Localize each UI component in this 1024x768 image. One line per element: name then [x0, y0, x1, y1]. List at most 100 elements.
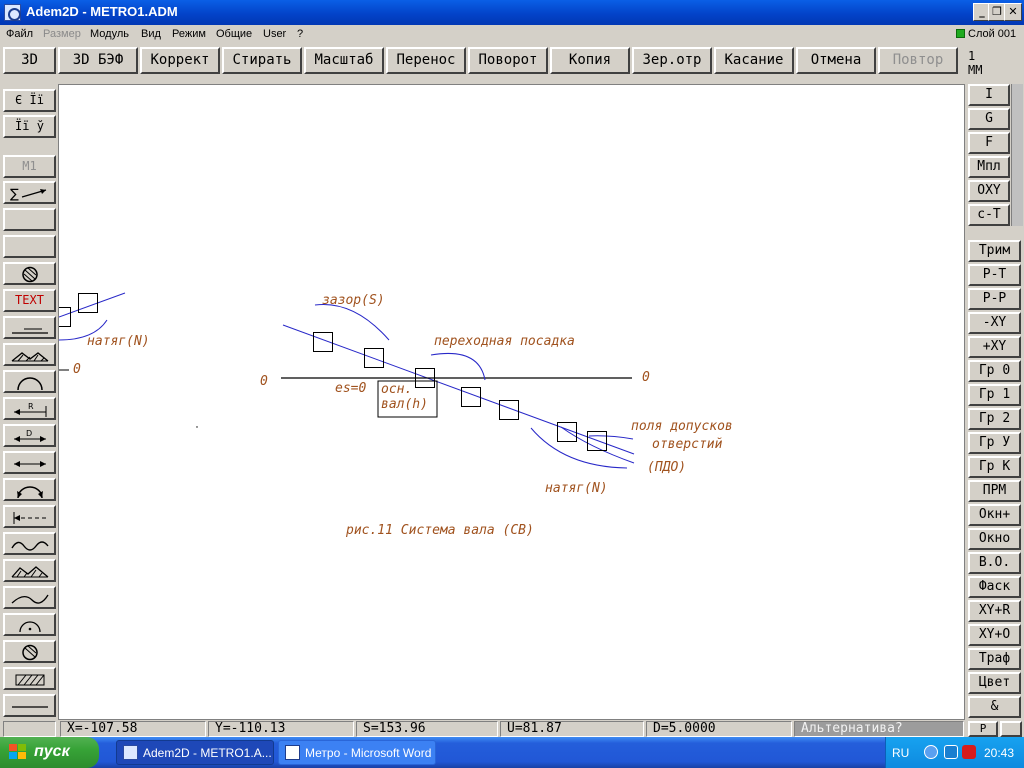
- right-tool-plus-xy[interactable]: +XY: [968, 336, 1021, 358]
- menu-file[interactable]: Файл: [6, 28, 34, 40]
- left-tool-angular-dim[interactable]: [3, 478, 56, 501]
- right-tool-s-t[interactable]: с-Т: [968, 204, 1010, 226]
- left-tool-wave[interactable]: [3, 532, 56, 555]
- layer-color-swatch: [956, 29, 965, 38]
- left-tool-blank-2[interactable]: [3, 235, 56, 258]
- title-bar[interactable]: Adem2D - METRO1.ADM _ ❐ ✕: [0, 0, 1024, 25]
- natyag-right-leader: [530, 427, 628, 469]
- left-tool-sum[interactable]: ∑: [3, 181, 56, 204]
- right-tool-traf[interactable]: Траф: [968, 648, 1021, 670]
- language-indicator[interactable]: RU: [892, 746, 910, 760]
- menu-module[interactable]: Модуль: [90, 28, 129, 40]
- status-button-blank[interactable]: [1000, 721, 1022, 737]
- left-tool-crossed-circle[interactable]: [3, 640, 56, 663]
- left-tool-hatch-rect[interactable]: [3, 667, 56, 690]
- left-tool-2[interactable]: Її ў: [3, 115, 56, 138]
- line-icon: [11, 706, 48, 708]
- toolbar-3d-button[interactable]: 3D: [3, 47, 56, 74]
- menu-common[interactable]: Общие: [216, 28, 253, 40]
- menu-view[interactable]: Вид: [141, 28, 161, 40]
- toolbar-correct-button[interactable]: Коррект: [140, 47, 220, 74]
- right-tool-g[interactable]: G: [968, 108, 1010, 130]
- right-tool-r-t[interactable]: Р-Т: [968, 264, 1021, 286]
- left-tool-arc[interactable]: [3, 370, 56, 393]
- tolerance-square: [313, 332, 333, 352]
- zazor-leader: [314, 303, 390, 341]
- left-tool-m1[interactable]: М1: [3, 155, 56, 178]
- left-tool-blank-1[interactable]: [3, 208, 56, 231]
- toolbar-mirror-button[interactable]: Зер.отр: [632, 47, 712, 74]
- left-tool-arc-center[interactable]: [3, 613, 56, 636]
- right-tool-r-r[interactable]: Р-Р: [968, 288, 1021, 310]
- close-button[interactable]: ✕: [1004, 3, 1022, 21]
- task-word[interactable]: Метро - Microsoft Word: [278, 740, 436, 765]
- menu-size[interactable]: Размер: [43, 28, 81, 40]
- left-tool-text[interactable]: TEXT: [3, 289, 56, 312]
- tray-speaker-icon[interactable]: [944, 745, 958, 759]
- status-s: S=153.96: [356, 721, 498, 737]
- hatch-fill-icon: [11, 566, 48, 578]
- right-tool-minus-xy[interactable]: -XY: [968, 312, 1021, 334]
- left-tool-line[interactable]: [3, 316, 56, 339]
- label-basic-shaft-2: вал(h): [381, 397, 428, 412]
- right-tool-chamfer[interactable]: Фаск: [968, 576, 1021, 598]
- panel-scrollbar[interactable]: [1011, 84, 1023, 226]
- right-tool-i[interactable]: I: [968, 84, 1010, 106]
- toolbar-move-button[interactable]: Перенос: [386, 47, 466, 74]
- toolbar-redo-button[interactable]: Повтор: [878, 47, 958, 74]
- left-tool-spline[interactable]: [3, 586, 56, 609]
- toolbar-scale-button[interactable]: Масштаб: [304, 47, 384, 74]
- layer-indicator[interactable]: Слой 001: [956, 28, 1016, 40]
- right-tool-oxy[interactable]: ОXY: [968, 180, 1010, 202]
- left-tool-diameter-dim[interactable]: D: [3, 424, 56, 447]
- toolbar-3d-bef-button[interactable]: 3D БЭФ: [58, 47, 138, 74]
- right-tool-gr-k[interactable]: Гр К: [968, 456, 1021, 478]
- drawing-canvas[interactable]: натяг(N) 0 зазор(S) переходная посадка 0…: [58, 84, 965, 720]
- label-pdo: (ПДО): [647, 460, 687, 475]
- right-tool-prm[interactable]: ПРМ: [968, 480, 1021, 502]
- right-tool-window-plus[interactable]: Окн+: [968, 504, 1021, 526]
- left-tool-hatched-circle[interactable]: [3, 262, 56, 285]
- menu-user[interactable]: User: [263, 28, 287, 40]
- task-adem2d[interactable]: Adem2D - METRO1.A...: [116, 740, 274, 765]
- tray-antivirus-icon[interactable]: [962, 745, 976, 759]
- tray-chevron-icon[interactable]: [924, 745, 938, 759]
- right-tool-vo[interactable]: В.О.: [968, 552, 1021, 574]
- left-tool-linear-dim[interactable]: [3, 451, 56, 474]
- start-button[interactable]: пуск: [0, 737, 99, 768]
- toolbar-undo-button[interactable]: Отмена: [796, 47, 876, 74]
- label-zero-left: 0: [73, 362, 81, 377]
- left-tool-hatch[interactable]: [3, 343, 56, 366]
- right-tool-ampersand[interactable]: &: [968, 696, 1021, 718]
- sum-arrow-icon: ∑: [10, 187, 46, 201]
- right-tool-gr-2[interactable]: Гр 2: [968, 408, 1021, 430]
- right-tool-f[interactable]: F: [968, 132, 1010, 154]
- left-tool-hatch-fill[interactable]: [3, 559, 56, 582]
- right-tool-gr-u[interactable]: Гр У: [968, 432, 1021, 454]
- status-button-p[interactable]: Р: [968, 721, 998, 737]
- left-tool-radius-dim[interactable]: R: [3, 397, 56, 420]
- taskbar: пуск Adem2D - METRO1.A... Метро - Micros…: [0, 737, 1024, 768]
- wave-line-icon: [10, 541, 49, 551]
- right-tool-window[interactable]: Окно: [968, 528, 1021, 550]
- left-tool-line-2[interactable]: [3, 694, 56, 717]
- menu-help[interactable]: ?: [297, 28, 304, 40]
- right-tool-gr-0[interactable]: Гр 0: [968, 360, 1021, 382]
- right-tool-xy-o[interactable]: XY+O: [968, 624, 1021, 646]
- toolbar-erase-button[interactable]: Стирать: [222, 47, 302, 74]
- right-tool-gr-1[interactable]: Гр 1: [968, 384, 1021, 406]
- right-tool-color[interactable]: Цвет: [968, 672, 1021, 694]
- toolbar-copy-button[interactable]: Копия: [550, 47, 630, 74]
- right-tool-xy-r[interactable]: XY+R: [968, 600, 1021, 622]
- right-tool-trim[interactable]: Трим: [968, 240, 1021, 262]
- clock[interactable]: 20:43: [984, 746, 1015, 760]
- menu-mode[interactable]: Режим: [172, 28, 206, 40]
- holes-leader: [588, 435, 634, 440]
- status-y: Y=-110.13: [208, 721, 354, 737]
- right-tool-mpl[interactable]: Мпл: [968, 156, 1010, 178]
- toolbar-tangent-button[interactable]: Касание: [714, 47, 794, 74]
- toolbar-rotate-button[interactable]: Поворот: [468, 47, 548, 74]
- app-icon[interactable]: [4, 4, 21, 21]
- left-tool-1[interactable]: Є Її: [3, 89, 56, 112]
- left-tool-axis-dim[interactable]: [3, 505, 56, 528]
